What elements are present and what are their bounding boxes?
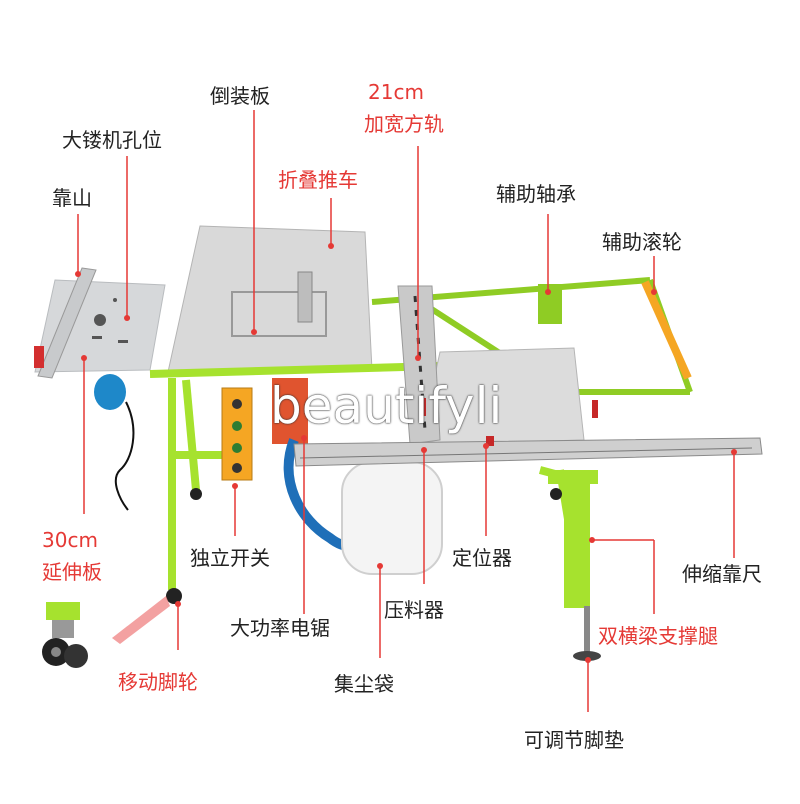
label-caster: 移动脚轮: [118, 670, 198, 694]
label-folding-cart: 折叠推车: [278, 168, 358, 192]
caster-inset: [42, 596, 170, 668]
inverted-plate-cutout: [231, 291, 327, 337]
right-support-legs: [548, 470, 598, 608]
label-widened-rail: 加宽方轨: [364, 112, 444, 136]
widened-rail: [397, 285, 441, 445]
adjustable-foot-pad: [573, 606, 601, 661]
label-foot-pad: 可调节脚垫: [524, 728, 624, 752]
label-telescopic-ruler: 伸缩靠尺: [682, 562, 762, 586]
label-ext-size: 30cm: [42, 528, 98, 552]
leader-lines: [77, 110, 735, 712]
label-saw: 大功率电锯: [230, 616, 330, 640]
label-inverted-plate: 倒装板: [210, 84, 270, 108]
motor: [94, 374, 126, 410]
label-locator: 定位器: [452, 546, 512, 570]
label-double-beam-leg: 双横梁支撑腿: [598, 624, 718, 648]
label-fence: 靠山: [52, 186, 92, 210]
label-router-hole: 大镂机孔位: [62, 128, 162, 152]
saw-motor: [272, 378, 308, 444]
aux-roller: [641, 280, 692, 380]
fence: [37, 267, 97, 379]
label-dust-bag: 集尘袋: [334, 672, 394, 696]
casters: [166, 488, 562, 604]
label-presser: 压料器: [384, 598, 444, 622]
clamps: [420, 398, 598, 446]
dust-bag: [341, 461, 443, 575]
main-table-top: [167, 225, 373, 373]
switch-box: [221, 387, 253, 481]
fence-clamp: [34, 346, 44, 368]
leader-dots: [75, 243, 737, 663]
blade-guard: [297, 271, 313, 323]
telescopic-ruler: [293, 437, 763, 467]
label-switch: 独立开关: [190, 546, 270, 570]
label-widened-rail-size: 21cm: [368, 80, 424, 104]
label-aux-bearing: 辅助轴承: [496, 182, 576, 206]
power-cord: [114, 401, 135, 511]
label-aux-roller: 辅助滚轮: [602, 230, 682, 254]
watermark: beautifyli: [270, 377, 503, 435]
label-ext-board: 延伸板: [42, 560, 102, 584]
